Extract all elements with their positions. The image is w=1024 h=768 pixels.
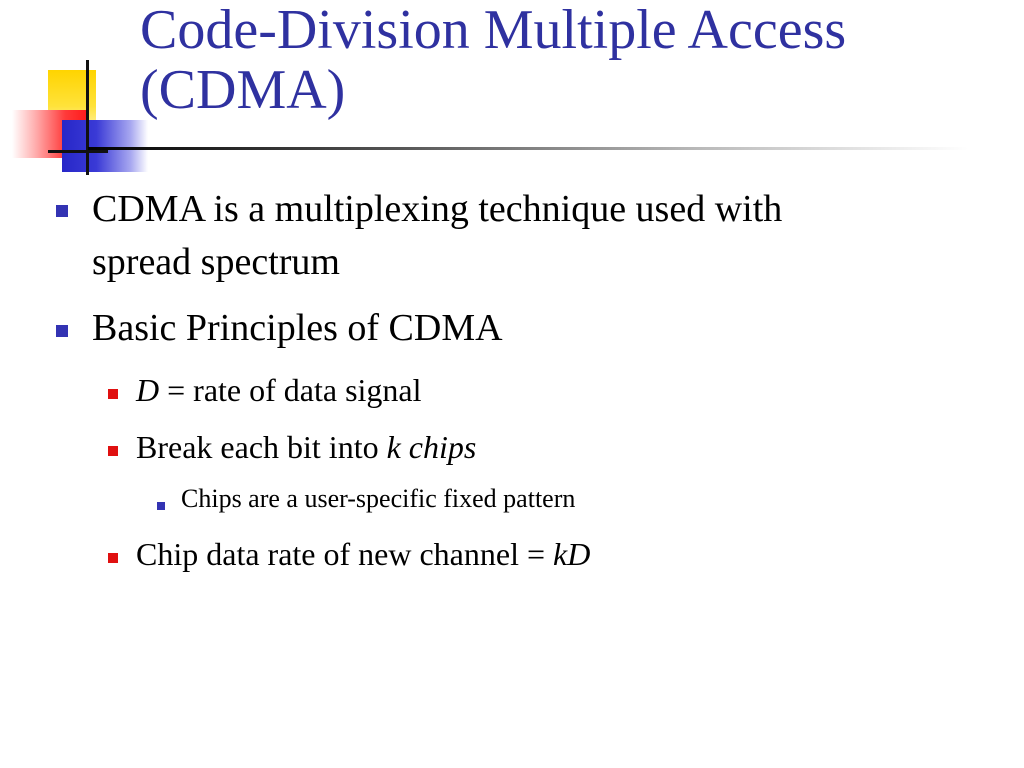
- bullet-text: Basic Principles of CDMA: [92, 307, 503, 349]
- bullet-line-1: CDMA is a multiplexing technique used wi…: [92, 188, 783, 230]
- sub-bullet-text: Chip data rate of new channel = kD: [136, 534, 996, 574]
- horizontal-rule: [48, 150, 108, 153]
- sub-sub-bullet-square-icon: [157, 502, 165, 510]
- sub-bullet-italic: kD: [553, 536, 591, 572]
- sub-bullet-lead: Chip data rate of new channel =: [136, 536, 553, 572]
- sub-bullet-square-icon: [108, 446, 118, 456]
- sub-bullet-italic: k chips: [386, 429, 477, 465]
- blue-square-shape: [62, 120, 148, 172]
- bullet-line-2: spread spectrum: [92, 241, 340, 283]
- bullet-square-icon: [56, 325, 68, 337]
- sub-bullet-square-icon: [108, 389, 118, 399]
- corner-decoration-icon: [0, 0, 160, 190]
- variable-d: D: [136, 372, 160, 408]
- sub-bullet-lead: Break each bit into: [136, 429, 387, 465]
- bullet-square-icon: [56, 205, 68, 217]
- sub-bullet-rest: = rate of data signal: [159, 372, 422, 408]
- sub-bullet-text: Break each bit into k chips: [136, 427, 996, 467]
- slide-title: Code-Division Multiple Access (CDMA): [140, 0, 847, 121]
- sub-bullet-square-icon: [108, 553, 118, 563]
- sub-bullet-text: D = rate of data signal: [136, 370, 996, 410]
- vertical-rule: [86, 60, 89, 175]
- bullet-text: CDMA is a multiplexing technique used wi…: [92, 183, 992, 289]
- sub-sub-bullet-text: Chips are a user-specific fixed pattern: [181, 484, 576, 513]
- title-underline: [88, 147, 968, 150]
